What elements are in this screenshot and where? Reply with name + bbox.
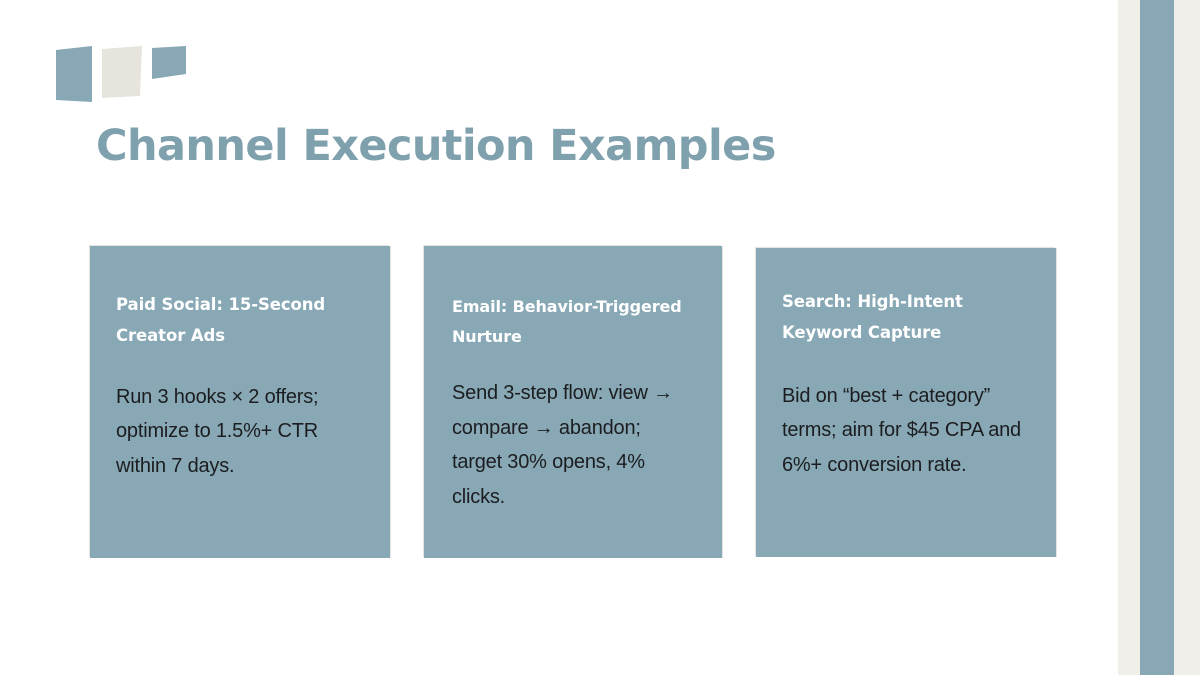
card-heading: Email: Behavior-Triggered Nurture — [452, 297, 682, 346]
channel-card-search: Search: High-Intent Keyword Capture Bid … — [756, 248, 1056, 557]
right-accent-stripe — [1140, 0, 1174, 675]
three-bar-logo-icon — [56, 46, 186, 102]
card-body: Run 3 hooks × 2 offers; optimize to 1.5%… — [116, 385, 319, 478]
card-heading: Paid Social: 15-Second Creator Ads — [116, 295, 326, 345]
card-body: Bid on “best + category” terms; aim for … — [782, 384, 1021, 477]
channel-card-email: Email: Behavior-Triggered Nurture Send 3… — [424, 246, 722, 558]
page-title: Channel Execution Examples — [96, 121, 776, 171]
channel-card-paid-social: Paid Social: 15-Second Creator Ads Run 3… — [90, 246, 390, 558]
card-body: Send 3-step flow: view → compare → aband… — [452, 381, 673, 509]
card-heading: Search: High-Intent Keyword Capture — [782, 292, 963, 342]
